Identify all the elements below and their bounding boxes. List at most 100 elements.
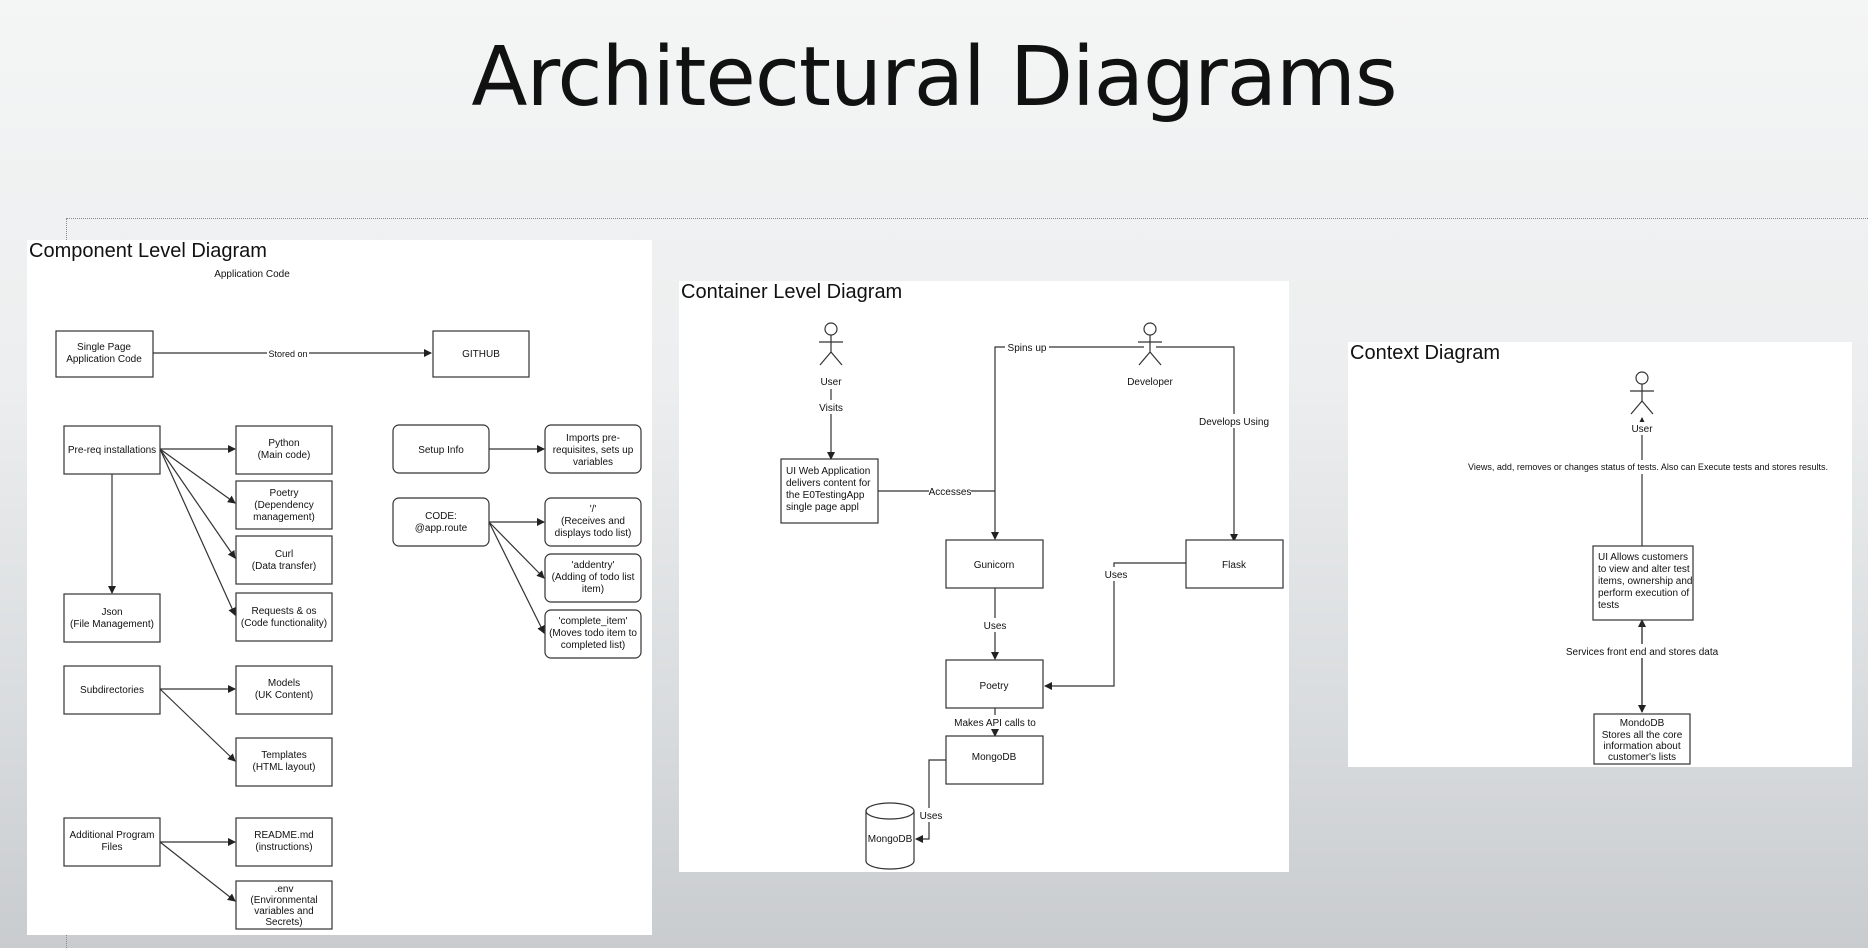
svg-text:Single Page: Single Page <box>77 342 131 353</box>
svg-text:information about: information about <box>1603 741 1680 752</box>
svg-text:Models: Models <box>268 678 300 689</box>
node-readme: README.md (instructions) <box>235 817 333 867</box>
context-diagram-canvas: User Views, add, removes or changes stat… <box>1453 371 1843 765</box>
svg-text:item): item) <box>582 584 604 595</box>
svg-text:(Adding of todo list: (Adding of todo list <box>552 572 635 583</box>
svg-text:single page appl: single page appl <box>786 502 859 513</box>
uses-flask-label: Uses <box>1105 570 1128 581</box>
svg-text:Poetry: Poetry <box>270 488 299 499</box>
uses-gunicorn-label: Uses <box>984 621 1007 632</box>
visits-label: Visits <box>819 403 843 414</box>
node-gunicorn: Gunicorn <box>945 539 1044 589</box>
context-node-mondodb: MondoDB Stores all the core information … <box>1593 713 1691 765</box>
svg-text:.env: .env <box>275 884 294 895</box>
svg-text:Setup Info: Setup Info <box>418 445 464 456</box>
svg-text:to view and alter test: to view and alter test <box>1598 564 1690 575</box>
spins-up-label: Spins up <box>1008 343 1047 354</box>
svg-text:(Moves todo item to: (Moves todo item to <box>549 628 637 639</box>
container-diagram-canvas: User Developer Visits Spins up Develop <box>780 322 1284 870</box>
svg-text:displays todo list): displays todo list) <box>555 528 632 539</box>
svg-text:'complete_item': 'complete_item' <box>559 616 628 627</box>
svg-text:(Code functionality): (Code functionality) <box>241 618 327 629</box>
svg-text:delivers content for: delivers content for <box>786 478 871 489</box>
svg-text:CODE:: CODE: <box>425 511 457 522</box>
svg-text:completed list): completed list) <box>561 640 625 651</box>
views-tests-label: Views, add, removes or changes status of… <box>1468 462 1828 472</box>
node-code-app-route: CODE: @app.route <box>392 497 490 547</box>
svg-text:Gunicorn: Gunicorn <box>974 560 1015 571</box>
database-cylinder-icon: MongoDB <box>865 802 915 870</box>
svg-text:MondoDB: MondoDB <box>1620 718 1665 729</box>
svg-text:items, ownership and: items, ownership and <box>1598 576 1693 587</box>
svg-text:Poetry: Poetry <box>980 681 1009 692</box>
node-subdirectories: Subdirectories <box>63 665 161 715</box>
svg-text:Secrets): Secrets) <box>265 917 302 928</box>
node-route-root: '/' (Receives and displays todo list) <box>544 497 642 547</box>
svg-text:perform execution of: perform execution of <box>1598 588 1689 599</box>
node-json: Json (File Management) <box>63 593 161 643</box>
container-diagram-title: Container Level Diagram <box>681 281 903 303</box>
svg-text:Additional Program: Additional Program <box>69 830 154 841</box>
svg-text:(Environmental: (Environmental <box>250 895 317 906</box>
svg-text:@app.route: @app.route <box>415 523 468 534</box>
user-actor-icon <box>819 322 843 366</box>
svg-text:(HTML layout): (HTML layout) <box>253 762 316 773</box>
node-env: .env (Environmental variables and Secret… <box>235 880 333 930</box>
svg-text:(Receives and: (Receives and <box>561 516 625 527</box>
svg-text:(Data transfer): (Data transfer) <box>252 561 316 572</box>
node-flask: Flask <box>1185 539 1284 589</box>
component-connectors <box>108 349 545 902</box>
svg-text:UI Web Application: UI Web Application <box>786 466 870 477</box>
node-prereq: Pre-req installations <box>63 425 161 475</box>
svg-text:requisites, sets up: requisites, sets up <box>553 445 634 456</box>
svg-text:UI Allows customers: UI Allows customers <box>1598 552 1688 563</box>
node-poetry: Poetry (Dependency management) <box>235 480 333 530</box>
context-user-actor-icon <box>1630 371 1654 415</box>
svg-text:Json: Json <box>101 607 122 618</box>
node-spa-code: Single Page Application Code <box>55 330 154 378</box>
component-diagram-panel: Component Level Diagram Application Code <box>27 240 652 935</box>
svg-text:Requests & os: Requests & os <box>251 606 316 617</box>
svg-text:'addentry': 'addentry' <box>572 560 615 571</box>
node-templates: Templates (HTML layout) <box>235 737 333 787</box>
node-additional-files: Additional Program Files <box>63 817 161 867</box>
svg-text:Subdirectories: Subdirectories <box>80 685 144 696</box>
context-diagram-panel: Context Diagram User Views, add, removes… <box>1348 342 1852 767</box>
svg-text:Curl: Curl <box>275 549 293 560</box>
node-curl: Curl (Data transfer) <box>235 535 333 585</box>
svg-text:Pre-req installations: Pre-req installations <box>68 445 156 456</box>
svg-text:(Dependency: (Dependency <box>254 500 313 511</box>
node-poetry: Poetry <box>945 659 1044 709</box>
accesses-label: Accesses <box>929 487 972 498</box>
svg-text:variables and: variables and <box>254 906 313 917</box>
svg-text:variables: variables <box>573 457 613 468</box>
developer-label: Developer <box>1127 377 1173 388</box>
node-github: GITHUB <box>432 330 530 378</box>
svg-text:(Main code): (Main code) <box>258 450 311 461</box>
placeholder-border-top <box>66 218 1868 219</box>
svg-text:the E0TestingApp: the E0TestingApp <box>786 490 865 501</box>
svg-text:(UK Content): (UK Content) <box>255 690 313 701</box>
context-diagram-title: Context Diagram <box>1350 342 1501 364</box>
svg-text:GITHUB: GITHUB <box>462 349 500 360</box>
component-diagram-title: Component Level Diagram <box>29 240 267 262</box>
node-models: Models (UK Content) <box>235 665 333 715</box>
context-node-ui: UI Allows customers to view and alter te… <box>1592 545 1694 621</box>
node-mongodb-service: MongoDB <box>945 735 1044 785</box>
node-imports: Imports pre- requisites, sets up variabl… <box>544 424 642 474</box>
uses-mongodb-label: Uses <box>920 811 943 822</box>
svg-text:MongoDB: MongoDB <box>972 752 1017 763</box>
svg-text:(File Management): (File Management) <box>70 619 154 630</box>
container-diagram-panel: Container Level Diagram User Developer <box>679 281 1289 872</box>
svg-text:Files: Files <box>101 842 122 853</box>
svg-text:(instructions): (instructions) <box>255 842 312 853</box>
node-ui-web-app: UI Web Application delivers content for … <box>780 458 879 524</box>
develops-using-label: Develops Using <box>1199 417 1269 428</box>
svg-text:README.md: README.md <box>254 830 313 841</box>
component-subtitle: Application Code <box>214 269 290 280</box>
svg-text:Application Code: Application Code <box>66 354 142 365</box>
services-label: Services front end and stores data <box>1566 647 1719 658</box>
node-route-addentry: 'addentry' (Adding of todo list item) <box>544 553 642 603</box>
svg-text:tests: tests <box>1598 600 1619 611</box>
svg-text:Flask: Flask <box>1222 560 1247 571</box>
